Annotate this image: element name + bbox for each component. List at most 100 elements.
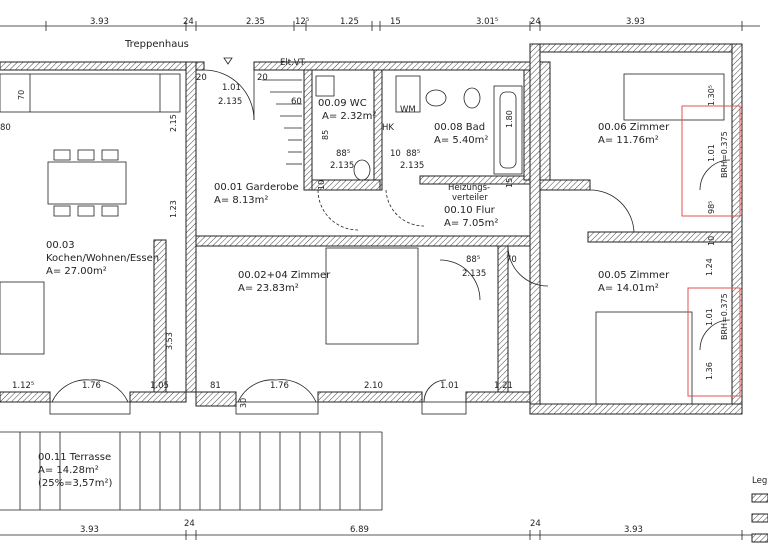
sofa [0, 281, 45, 355]
window-marker-1 [681, 105, 741, 217]
room-bad-name: 00.08 Bad [434, 122, 485, 133]
washing-machine [395, 75, 421, 113]
dim-2135c: 2.135 [400, 161, 424, 171]
legend-swatch-3 [751, 533, 768, 543]
legend-swatch-2 [751, 513, 768, 523]
dim-10b: 10 [707, 236, 716, 246]
room-flur-area: A= 7.05m² [444, 218, 498, 229]
dining-table [47, 161, 127, 205]
dim-15: 15 [505, 178, 514, 188]
room-kochen-name2: Kochen/Wohnen/Essen [46, 253, 159, 264]
dim-top-4: 12⁵ [295, 17, 309, 27]
dim-top-9: 3.93 [626, 17, 645, 27]
dim-121: 1.21 [494, 381, 513, 391]
dim-101c: 1.01 [705, 308, 714, 326]
dim-top-8: 24 [530, 17, 541, 27]
dim-20b: 20 [257, 73, 268, 83]
toilet-wc [353, 159, 371, 181]
bed-zimmer-06 [623, 73, 725, 121]
sink [425, 89, 447, 107]
dim-180: 1.80 [505, 110, 514, 128]
dim-20a: 20 [196, 73, 207, 83]
chair [77, 205, 95, 217]
label-hk: HK [382, 123, 394, 133]
window-marker-2 [687, 287, 741, 397]
label-heizung-1: Heizungs- [448, 183, 490, 193]
dim-70a: 70 [17, 90, 26, 100]
dim-885a: 88⁵ [336, 149, 350, 159]
chair [101, 205, 119, 217]
dim-bottom-5: 3.93 [624, 525, 643, 535]
dim-top-3: 2.35 [246, 17, 265, 27]
kitchen-counter [0, 73, 181, 113]
dim-80: 80 [0, 123, 11, 133]
chair [53, 205, 71, 217]
dim-top-1: 3.93 [90, 17, 109, 27]
room-wc-name: 00.09 WC [318, 98, 367, 109]
room-zimmer05-area: A= 14.01m² [598, 283, 659, 294]
dim-210: 2.10 [364, 381, 383, 391]
room-zimmer05-name: 00.05 Zimmer [598, 270, 670, 281]
label-wm: WM [400, 105, 416, 115]
bottom-dimension-line: 3.93 24 6.89 24 3.93 [0, 519, 760, 540]
dim-top-6: 15 [390, 17, 401, 27]
dim-885b: 88⁵ [406, 149, 420, 159]
dim-85: 85 [321, 130, 330, 140]
room-terrasse-area: A= 14.28m² [38, 465, 99, 476]
room-terrasse-name: 00.11 Terrasse [38, 452, 111, 463]
chair [101, 149, 119, 161]
dim-30: 30 [239, 398, 248, 408]
room-kochen-name: 00.03 [46, 240, 75, 251]
dim-2135a: 2.135 [218, 97, 242, 107]
dim-101b: 1.01 [707, 144, 716, 162]
bottom-openings [49, 379, 467, 415]
dim-60: 60 [291, 97, 302, 107]
bed-zimmer-0204 [325, 247, 419, 345]
dim-136: 1.36 [705, 362, 714, 380]
bathtub-inner [499, 91, 517, 169]
doors [203, 69, 731, 351]
dim-176b: 1.76 [270, 381, 289, 391]
room-terrasse-note: (25%=3,57m²) [38, 478, 113, 489]
top-dimension-line: 3.93 24 2.35 12⁵ 1.25 15 3.01⁵ 24 3.93 [0, 17, 760, 31]
dim-123: 1.23 [169, 200, 178, 218]
room-stair: Treppenhaus [124, 39, 189, 50]
dim-124: 1.24 [705, 258, 714, 276]
dim-bottom-4: 24 [530, 519, 541, 529]
room-wc-area: A= 2.32m² [322, 111, 376, 122]
dim-985: 98⁵ [707, 201, 716, 214]
dim-353: 3.53 [165, 332, 174, 350]
bed-zimmer-05 [595, 311, 693, 405]
wc-sink [315, 75, 335, 97]
room-garderobe-name: 00.01 Garderobe [214, 182, 299, 193]
dim-176a: 1.76 [82, 381, 101, 391]
room-bad-area: A= 5.40m² [434, 135, 488, 146]
room-zimmer0204-name: 00.02+04 Zimmer [238, 270, 331, 281]
room-zimmer06-area: A= 11.76m² [598, 135, 659, 146]
walls [0, 43, 743, 415]
chair [77, 149, 95, 161]
dim-bottom-2: 24 [184, 519, 195, 529]
stairs [262, 79, 302, 165]
room-garderobe-area: A= 8.13m² [214, 195, 268, 206]
dim-top-5: 1.25 [340, 17, 359, 27]
label-brh-1: BRH=0.375 [720, 131, 729, 178]
dim-70b: 70 [506, 255, 517, 265]
dim-10a: 10 [390, 149, 401, 159]
terrace [0, 431, 383, 511]
triangle-marker [223, 57, 233, 65]
dim-bottom-3: 6.89 [350, 525, 369, 535]
dim-top-7: 3.01⁵ [476, 17, 498, 27]
dim-1125: 1.12⁵ [12, 381, 34, 391]
dim-101d: 1.01 [440, 381, 459, 391]
legend-label: Leg [752, 476, 767, 486]
legend-swatch-1 [751, 493, 768, 503]
dim-bottom-1: 3.93 [80, 525, 99, 535]
dim-81: 81 [210, 381, 221, 391]
label-brh-2: BRH=0.375 [720, 293, 729, 340]
dim-105: 1.05 [150, 381, 169, 391]
dim-130: 1.30⁵ [707, 85, 716, 106]
bathtub [493, 85, 523, 175]
room-zimmer06-name: 00.06 Zimmer [598, 122, 670, 133]
